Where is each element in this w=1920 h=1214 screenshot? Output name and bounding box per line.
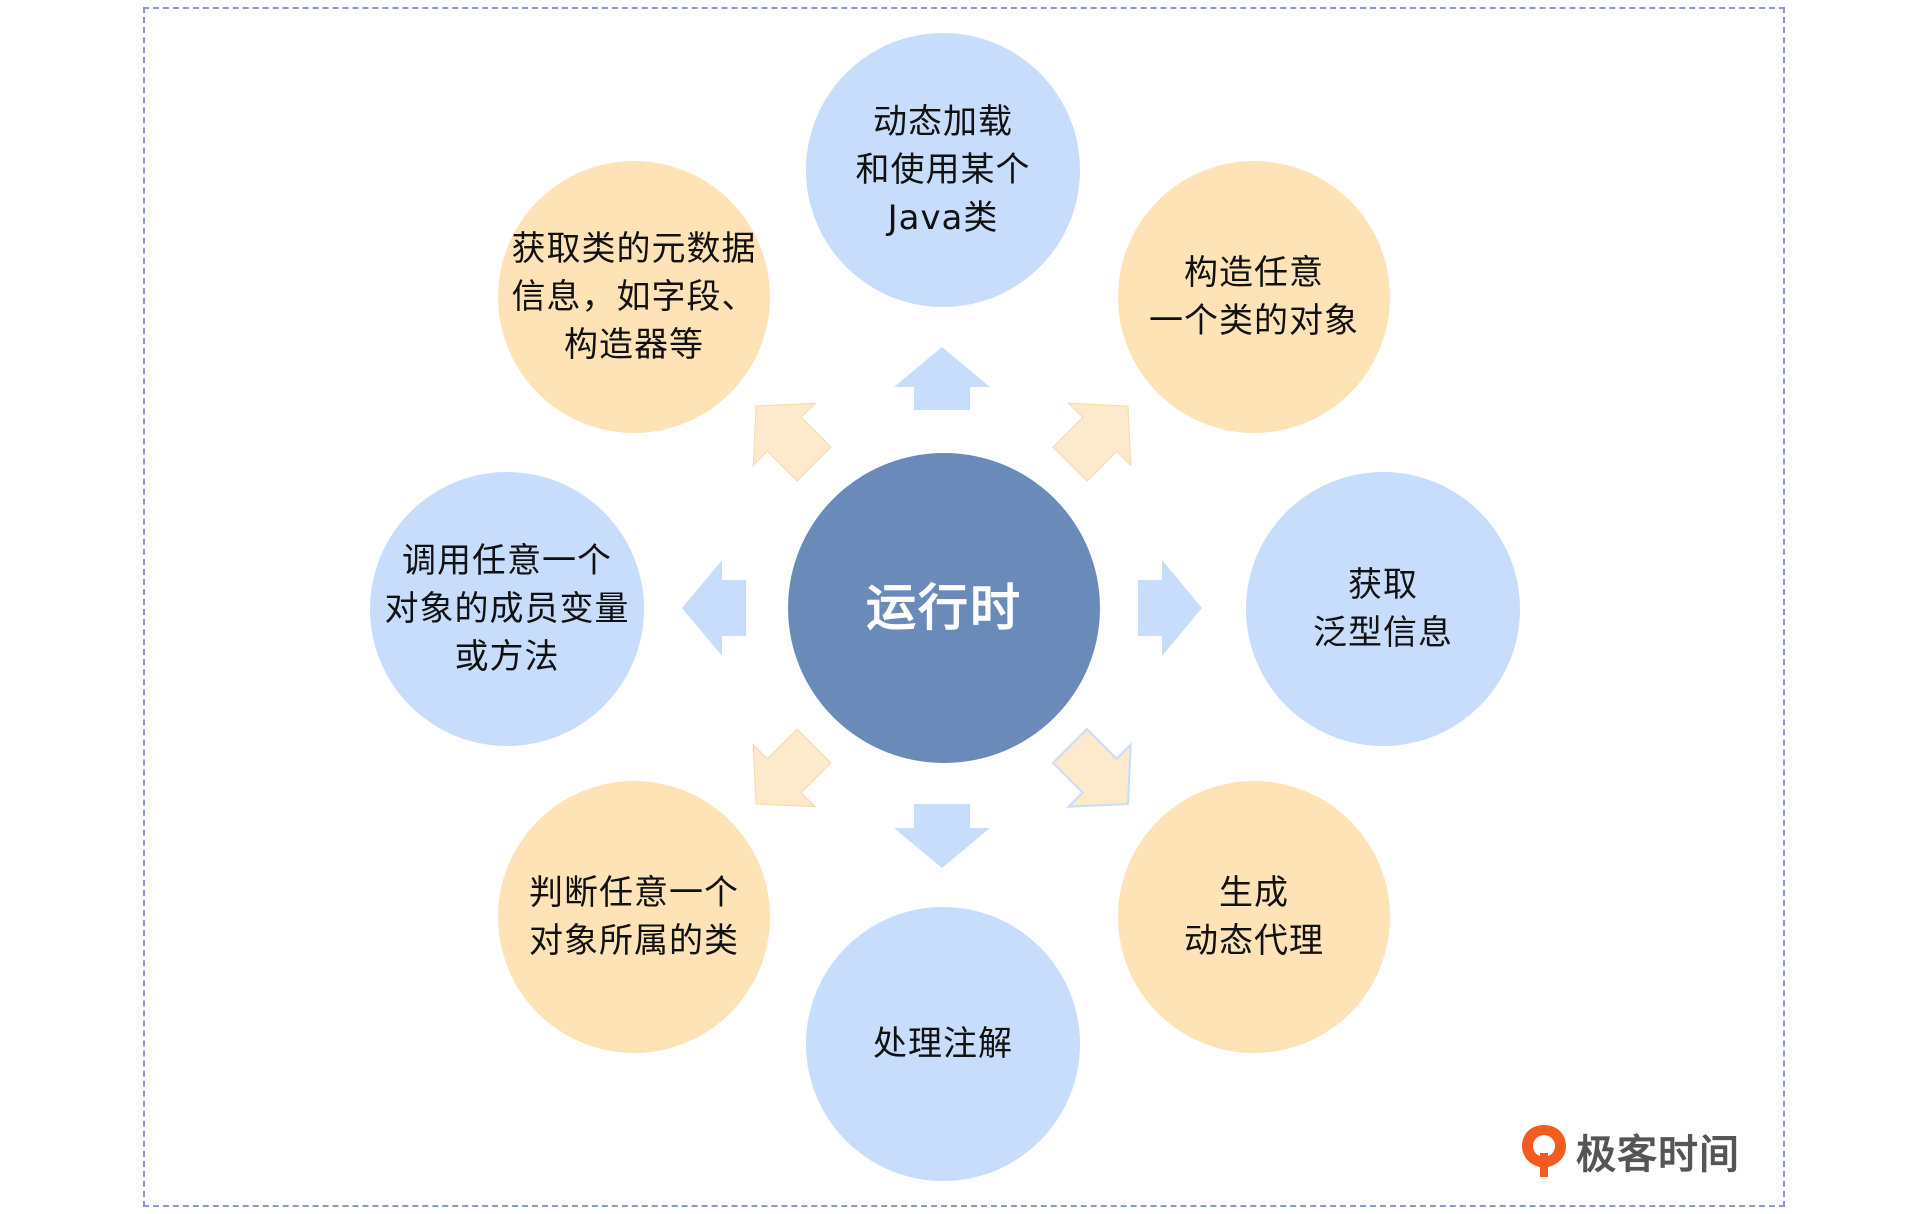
arrow-up-right [1052,402,1132,482]
node-determine-class: 判断任意一个 对象所属的类 [498,781,770,1053]
geektime-logo-icon [1522,1125,1566,1177]
arrow-up [894,347,990,410]
arrow-right [1138,560,1202,656]
center-node-runtime: 运行时 [788,453,1100,763]
node-construct-object: 构造任意 一个类的对象 [1118,161,1390,433]
arrow-down [894,804,990,868]
node-annotations: 处理注解 [806,907,1080,1181]
node-dynamic-loading: 动态加载 和使用某个 Java类 [806,33,1080,307]
geektime-logo: 极客时间 [1520,1123,1740,1179]
node-dynamic-proxy: 生成 动态代理 [1118,781,1390,1053]
node-invoke-members: 调用任意一个 对象的成员变量 或方法 [370,472,644,746]
node-generic-info: 获取 泛型信息 [1246,472,1520,746]
arrow-down-right [1051,727,1132,808]
arrow-left [682,560,746,656]
diagram-frame [143,7,1785,1207]
logo-text: 极客时间 [1576,1132,1740,1178]
arrow-down-left [752,728,832,808]
node-class-metadata: 获取类的元数据 信息，如字段、 构造器等 [498,161,770,433]
arrow-up-left [752,402,832,482]
